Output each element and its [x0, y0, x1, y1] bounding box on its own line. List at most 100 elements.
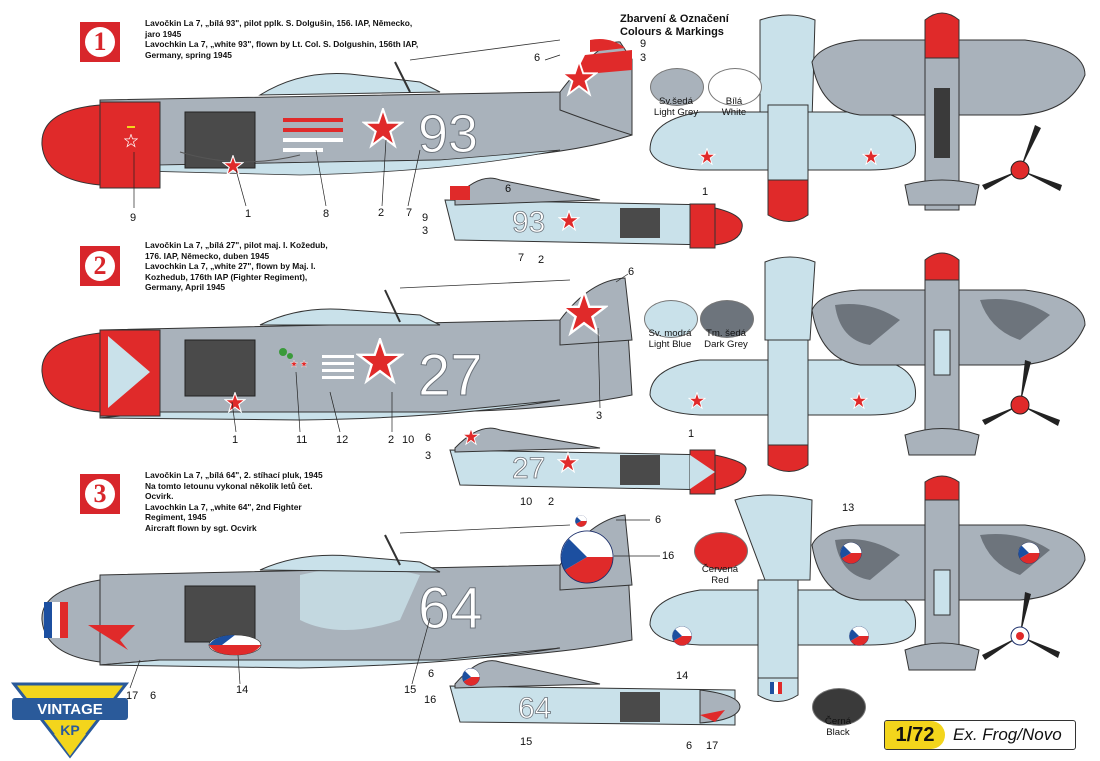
caption-line: Germany, April 1945	[145, 282, 226, 293]
swatch-red	[694, 532, 748, 570]
scheme-1-underside	[649, 14, 917, 222]
scheme-1-aircraft-number: 93	[418, 104, 478, 164]
caption-line: Lavočkin La 7, „bílá 64", 2. stíhací plu…	[145, 470, 323, 480]
callout: 9	[640, 38, 647, 50]
label-en: Dark Grey	[704, 339, 748, 350]
swatch-light-blue	[644, 300, 698, 338]
callout: 2	[388, 434, 395, 446]
callout: 2	[378, 207, 385, 219]
callout: 16	[662, 550, 675, 562]
caption-line: 176. IAP, Německo, duben 1945	[145, 250, 270, 261]
callout: 11	[296, 434, 308, 446]
callout: 8	[323, 208, 330, 220]
scheme-3-aircraft-number: 64	[418, 576, 483, 641]
scheme-2-propeller	[982, 360, 1060, 426]
caption-line: Lavochkin La 7, „white 93", flown by Lt.…	[145, 39, 419, 50]
caption-line: Lavočkin La 7, „bílá 27", pilot maj. I. …	[145, 240, 328, 250]
callout: 1	[688, 428, 695, 440]
scheme-2-number: 2	[85, 251, 115, 281]
scheme-2-small-number: 27	[512, 452, 545, 485]
callout: 6	[505, 183, 512, 195]
scheme-1-small-number: 93	[512, 206, 545, 239]
scheme-2-caption: Lavočkin La 7, „bílá 27", pilot maj. I. …	[145, 240, 328, 293]
label-cz: Tm. šedá	[706, 328, 746, 339]
swatch-black-label: Černá Black	[798, 716, 878, 738]
scheme-3-number: 3	[85, 479, 115, 509]
callout: 6	[628, 266, 635, 278]
scheme-3-underside	[649, 494, 917, 702]
scheme-3-small-profile	[449, 660, 741, 726]
label-cz: Červená	[701, 564, 739, 575]
callout: 2	[548, 496, 555, 508]
label-en: White	[721, 107, 747, 118]
scale-text: Ex. Frog/Novo	[953, 725, 1062, 744]
scheme-2-aircraft-number: 27	[418, 343, 483, 408]
swatch-black	[812, 688, 866, 726]
swatch-dark-grey-label: Tm. šedá Dark Grey	[686, 328, 766, 350]
swatch-light-grey	[650, 68, 704, 106]
callout: 3	[640, 52, 647, 64]
callout: 6	[655, 514, 662, 526]
swatch-dark-grey	[700, 300, 754, 338]
legend-title-cz: Zbarvení & Označení	[620, 13, 729, 25]
swatch-light-blue-label: Sv. modrá Light Blue	[630, 328, 710, 350]
label-cz: Černá	[824, 716, 852, 727]
callout: 13	[842, 502, 855, 514]
caption-line: Kozhedub, 176th IAP (Fighter Regiment),	[145, 271, 308, 282]
scale-box: 1/72 Ex. Frog/Novo	[884, 720, 1076, 750]
callout: 6	[428, 668, 435, 680]
swatch-light-grey-label: Sv.šedá Light Grey	[636, 96, 716, 118]
caption-line: Lavochkin La 7, „white 27", flown by Maj…	[145, 261, 316, 272]
caption-line: Aircraft flown by sgt. Ocvirk	[145, 522, 257, 533]
scheme-1-topside	[811, 12, 1086, 211]
caption-line: jaro 1945	[145, 28, 182, 39]
caption-line: Regiment, 1945	[145, 512, 207, 523]
callout: 2	[538, 254, 545, 266]
callout: 3	[422, 225, 429, 237]
label-cz: Sv.šedá	[659, 96, 693, 107]
scheme-3-badge: 3	[80, 474, 120, 514]
swatch-white-label: Bílá White	[694, 96, 774, 118]
callout: 6	[686, 740, 693, 752]
swatch-white	[708, 68, 762, 106]
label-en: Red	[711, 575, 729, 586]
callout-leader-lines	[129, 54, 660, 689]
caption-line: Germany, spring 1945	[145, 49, 232, 60]
brand-bottom-text: KP	[60, 722, 80, 738]
callout: 1	[702, 186, 709, 198]
scheme-3-caption: Lavočkin La 7, „bílá 64", 2. stíhací plu…	[145, 470, 323, 534]
callout: 3	[596, 410, 603, 422]
scheme-2-topside	[811, 252, 1086, 456]
callout: 14	[236, 684, 249, 696]
scheme-2-underside	[649, 256, 917, 472]
scheme-3-side-profile	[41, 514, 633, 669]
callout: 1	[232, 434, 239, 446]
vintage-kp-logo	[10, 682, 130, 759]
label-cz: Sv. modrá	[648, 328, 692, 339]
caption-line: Na tomto letounu vykonal několik letů če…	[145, 480, 313, 491]
callout: 17	[706, 740, 719, 752]
callout: 3	[425, 450, 432, 462]
legend-title-en: Colours & Markings	[620, 26, 724, 38]
callout: 12	[336, 434, 349, 446]
callout: 9	[422, 212, 429, 224]
callout: 6	[534, 52, 541, 64]
scheme-2-side-profile	[41, 277, 633, 421]
label-en: Light Blue	[648, 339, 692, 350]
callout: 10	[402, 434, 415, 446]
callout: 1	[245, 208, 252, 220]
callout: 16	[424, 694, 437, 706]
callout: 14	[676, 670, 689, 682]
scheme-1-badge: 1	[80, 22, 120, 62]
legend-title: Zbarvení & Označení Colours & Markings	[620, 13, 729, 39]
callout: 10	[520, 496, 533, 508]
brand-top-text: VINTAGE	[37, 701, 103, 718]
scheme-1-number: 1	[85, 27, 115, 57]
scale-value: 1/72	[885, 721, 945, 749]
callout: 9	[130, 212, 137, 224]
label-en: Black	[826, 727, 850, 738]
callout: 15	[404, 684, 417, 696]
callout: 15	[520, 736, 533, 748]
scheme-3-propeller	[982, 592, 1060, 660]
